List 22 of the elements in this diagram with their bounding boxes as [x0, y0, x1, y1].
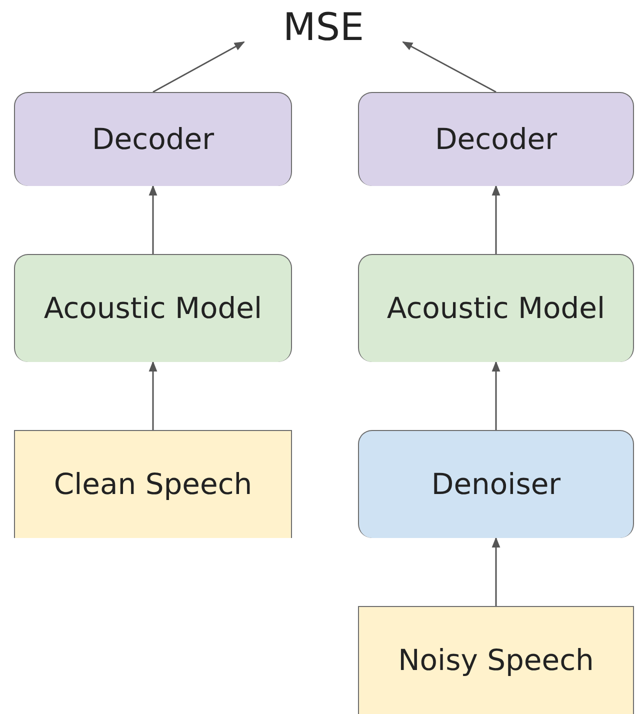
node-label: Decoder — [434, 120, 558, 158]
node-label: Clean Speech — [54, 466, 252, 503]
arrow — [492, 536, 500, 606]
input-box — [14, 430, 292, 538]
decoder-box — [14, 92, 292, 186]
arrow — [402, 41, 496, 93]
arrow — [148, 184, 158, 254]
model-box — [14, 254, 292, 362]
model-box — [358, 254, 634, 362]
denoiser-box — [358, 430, 634, 538]
arrow — [492, 360, 500, 430]
decoder-box — [358, 92, 634, 186]
node-label: Noisy Speech — [398, 642, 594, 679]
input-box — [358, 606, 634, 714]
node-label: Decoder — [92, 120, 214, 158]
node-label: Acoustic Model — [44, 290, 262, 327]
arrow — [152, 41, 245, 93]
node-label: MSE — [283, 4, 364, 52]
arrow — [148, 360, 158, 430]
arrow — [492, 184, 500, 254]
node-label: Denoiser — [431, 466, 561, 503]
node-label: Acoustic Model — [386, 290, 606, 327]
